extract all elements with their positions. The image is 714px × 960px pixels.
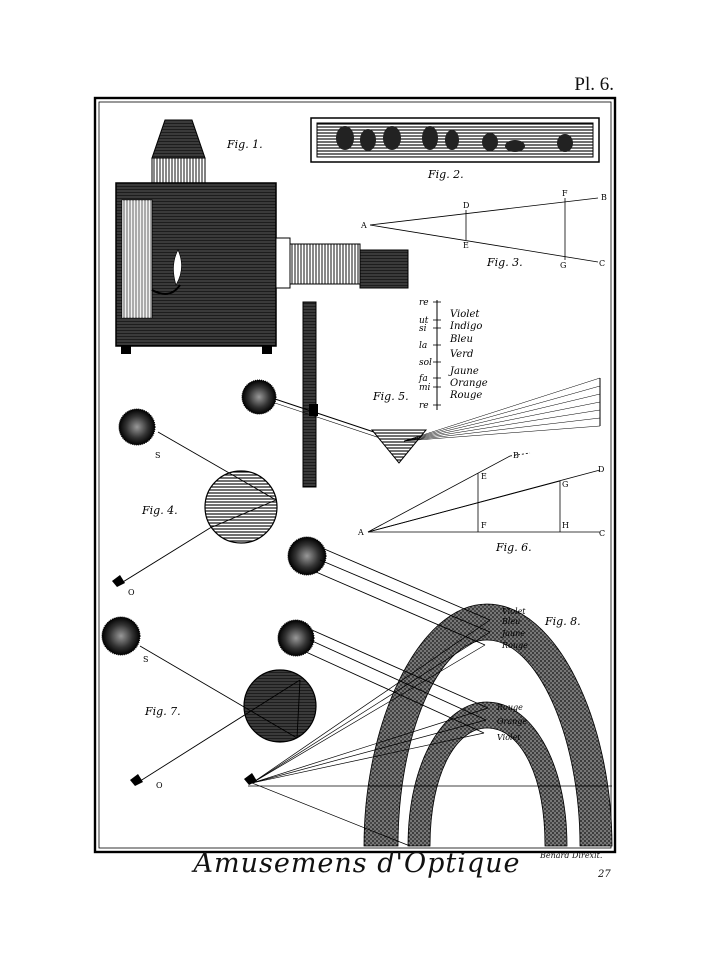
sun-icon-fig8-lower xyxy=(277,619,315,657)
rainbow-outer-color-label: Violet xyxy=(502,607,526,616)
fig3-point-b: B xyxy=(601,193,607,202)
fig8-caption: Fig. 8. xyxy=(544,615,581,628)
fig3-point-g: G xyxy=(560,261,566,270)
fig6-point-b: B xyxy=(513,451,519,460)
fig4-point-o: O xyxy=(128,588,135,597)
fig1-caption: Fig. 1. xyxy=(226,138,263,151)
fig6-point-c: C xyxy=(599,529,605,538)
fig6-point-f: F xyxy=(481,521,487,530)
fig3-point-d: D xyxy=(463,201,469,210)
rainbow-outer-color-label: Rouge xyxy=(501,641,528,650)
fig3-point-a: A xyxy=(360,221,367,230)
fig4-point-s: S xyxy=(155,451,160,460)
sun-icon-fig4 xyxy=(118,408,156,446)
spectrum-note: fa xyxy=(418,374,428,384)
spectrum-note: la xyxy=(419,341,427,351)
fig3-point-e: E xyxy=(463,241,469,250)
fig2-caption: Fig. 2. xyxy=(427,168,464,181)
fig6-diagram xyxy=(367,452,601,533)
eye-icon-fig7 xyxy=(130,774,143,786)
rainbow-outer-color-label: Jaune xyxy=(500,629,525,638)
fig5-prism-diagram xyxy=(271,300,601,488)
fig4-caption: Fig. 4. xyxy=(141,504,178,517)
fig6-point-a: A xyxy=(357,528,364,537)
fig3-diagram xyxy=(369,197,599,263)
spectrum-color-label: Indigo xyxy=(449,321,482,332)
eye-icon-fig4 xyxy=(112,575,125,587)
engraver-signature: Benard Direxit. xyxy=(540,851,603,860)
rainbow-outer-color-label: Bleu xyxy=(501,617,520,626)
fig6-point-h: H xyxy=(562,521,569,530)
magic-lantern-figure xyxy=(115,119,409,354)
fig6-point-e: E xyxy=(481,472,487,481)
sun-icon-fig5 xyxy=(241,379,277,415)
spectrum-color-label: Bleu xyxy=(449,334,473,345)
rainbow-inner-color-label: Violet xyxy=(497,733,521,742)
spectrum-color-label: Jaune xyxy=(448,366,479,377)
rainbow-inner-color-label: Rouge xyxy=(496,703,523,712)
spectrum-note: mi xyxy=(419,383,431,393)
fig6-point-g: G xyxy=(562,480,568,489)
fig3-point-f: F xyxy=(562,189,568,198)
sun-icon-fig7 xyxy=(101,616,141,656)
lantern-slide-figure xyxy=(310,117,600,163)
spectrum-color-label: Violet xyxy=(450,309,480,320)
fig3-caption: Fig. 3. xyxy=(486,256,523,269)
sun-icon-fig8-upper xyxy=(287,536,327,576)
spectrum-note: re xyxy=(419,401,429,411)
outer-rainbow-arc xyxy=(363,603,613,847)
spectrum-color-label: Rouge xyxy=(449,390,482,401)
plate-border-inner xyxy=(98,101,612,849)
fig7-point-s: S xyxy=(143,655,148,664)
fig3-point-c: C xyxy=(599,259,605,268)
page-number: 27 xyxy=(598,869,611,880)
rainbow-inner-color-label: Orange xyxy=(497,717,527,726)
spectrum-color-label: Orange xyxy=(450,378,488,389)
plate-caption: Amusemens d'Optique xyxy=(193,848,521,879)
fig4-raindrop-diagram xyxy=(112,431,278,587)
fig6-caption: Fig. 6. xyxy=(495,541,532,554)
fig7-caption: Fig. 7. xyxy=(144,705,181,718)
fig7-point-o: O xyxy=(156,781,163,790)
fig6-point-d: D xyxy=(598,465,604,474)
spectrum-note: sol xyxy=(419,358,432,368)
fig5-caption: Fig. 5. xyxy=(372,390,409,403)
spectrum-note: ut xyxy=(419,316,429,326)
spectrum-note: re xyxy=(419,298,429,308)
plate-border-outer xyxy=(93,96,617,854)
fig8-rainbow-diagram xyxy=(244,547,613,847)
spectrum-color-label: Verd xyxy=(450,349,473,360)
eye-icon-fig8 xyxy=(244,773,257,785)
fig7-raindrop-diagram xyxy=(130,645,317,786)
inner-rainbow-arc xyxy=(407,701,568,847)
plate-number: Pl. 6. xyxy=(574,74,614,95)
spectrum-note: si xyxy=(419,324,427,334)
